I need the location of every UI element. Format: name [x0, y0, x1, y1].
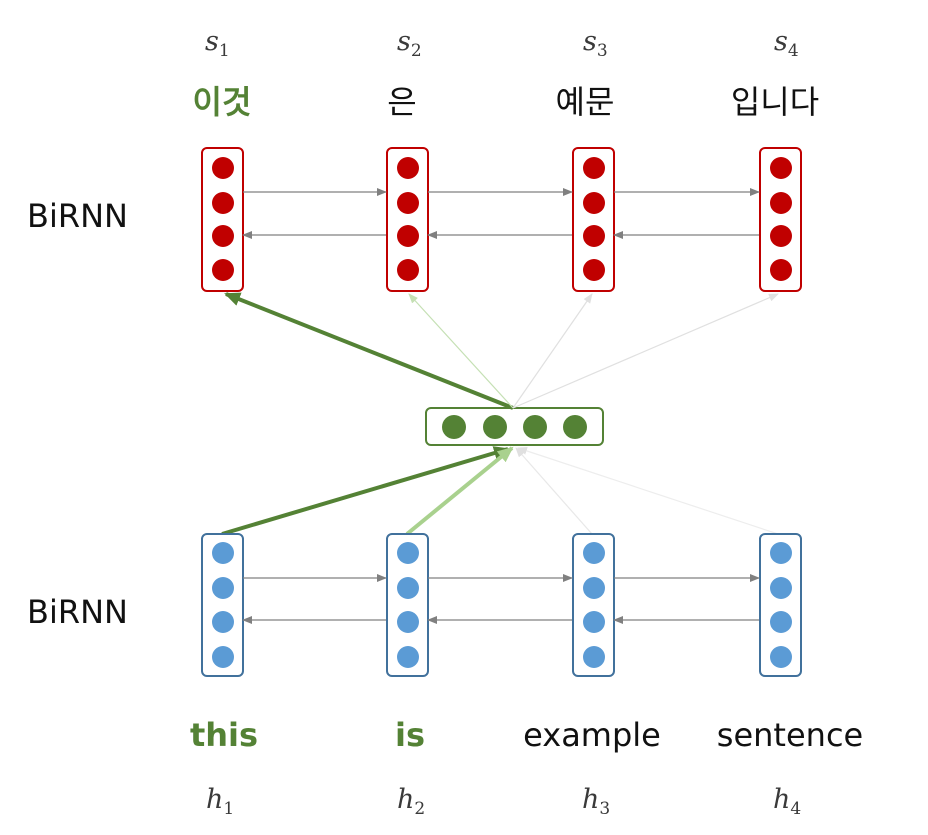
attention-arrow-s3 [512, 293, 593, 409]
decoder-state-var-4: s4 [774, 26, 799, 61]
encoder-cell-2 [386, 533, 429, 677]
context-to-decoder-arrows [224, 292, 779, 410]
encoder-cell-1 [201, 533, 244, 677]
encoder-word-4: sentence [717, 716, 863, 754]
decoder-word-3: 예문 [556, 83, 615, 121]
decoder-state-var-2: s2 [397, 26, 422, 61]
decoder-word-1: 이것 [193, 83, 252, 121]
attention-arrow-h4 [517, 447, 779, 535]
encoder-cell-3 [572, 533, 615, 677]
encoder-rnn-arrows [242, 574, 760, 624]
decoder-cell-1 [201, 147, 244, 292]
decoder-cell-4 [759, 147, 802, 292]
decoder-cell-2 [386, 147, 429, 292]
decoder-cell-3 [572, 147, 615, 292]
encoder-word-3: example [523, 716, 661, 754]
attention-arrow-h1 [221, 446, 510, 536]
encoder-state-var-3: h3 [582, 784, 610, 819]
attention-arrow-s1 [224, 292, 514, 410]
encoder-layer-label: BiRNN [27, 593, 128, 631]
encoder-to-context-arrows [221, 446, 779, 536]
decoder-layer-label: BiRNN [27, 197, 128, 235]
attention-arrow-s2 [408, 293, 514, 409]
encoder-state-var-4: h4 [773, 784, 801, 819]
attention-arrow-h3 [515, 447, 593, 535]
attention-arrow-h2 [405, 446, 514, 536]
decoder-word-4: 입니다 [731, 83, 819, 121]
decoder-state-var-1: s1 [205, 26, 230, 61]
encoder-state-var-1: h1 [206, 784, 234, 819]
attention-arrow-s4 [512, 293, 779, 409]
encoder-state-var-2: h2 [397, 784, 425, 819]
encoder-word-2: is [395, 716, 425, 754]
encoder-cell-4 [759, 533, 802, 677]
context-vector [425, 407, 604, 446]
encoder-word-1: this [190, 716, 258, 754]
decoder-word-2: 은 [387, 83, 416, 121]
decoder-rnn-arrows [242, 188, 760, 239]
decoder-state-var-3: s3 [583, 26, 608, 61]
